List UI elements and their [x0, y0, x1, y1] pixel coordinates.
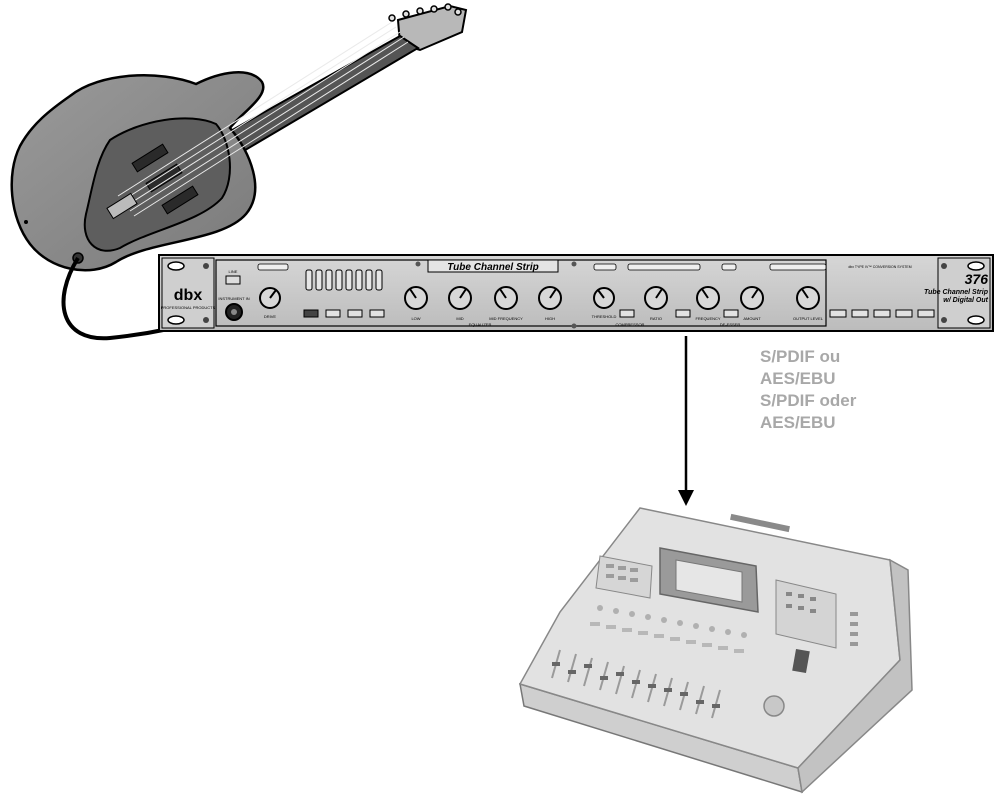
high-label: HIGH — [545, 316, 555, 321]
frequency-label: FREQUENCY — [695, 316, 720, 321]
ratio-label: RATIO — [650, 316, 662, 321]
electric-guitar — [10, 3, 468, 272]
de-esser-section-label: DE-ESSER — [720, 322, 741, 327]
equalizer-section-label: EQUALIZER — [469, 322, 492, 327]
low-label: LOW — [411, 316, 420, 321]
label-line-spdif-fr: S/PDIF ou — [760, 347, 841, 366]
model-number: 376 — [965, 271, 989, 287]
converter-label: dbx TYPE IV™ CONVERSION SYSTEM — [848, 265, 911, 269]
mid-label: MID — [456, 316, 463, 321]
label-line-aesebu-de: AES/EBU — [760, 413, 836, 432]
compressor-section-label: COMPRESSOR — [616, 322, 645, 327]
threshold-label: THRESHOLD — [592, 314, 617, 319]
digital-output-format-label: S/PDIF ou AES/EBU S/PDIF oder AES/EBU — [760, 346, 910, 434]
amount-label: AMOUNT — [743, 316, 761, 321]
rack-unit-dbx-376: Tube Channel Strip dbx PROFESSIONAL PROD… — [158, 254, 994, 332]
digital-mixing-console — [518, 507, 913, 794]
model-line-1: Tube Channel Strip — [924, 289, 989, 296]
model-line-2: w/ Digital Out — [943, 297, 988, 304]
label-line-aesebu-fr: AES/EBU — [760, 369, 836, 388]
drive-label: DRIVE — [264, 314, 277, 319]
unit-title: Tube Channel Strip — [447, 262, 539, 273]
output-level-label: OUTPUT LEVEL — [793, 316, 824, 321]
line-label: LINE — [229, 269, 238, 274]
brand-logo: dbx — [174, 287, 203, 304]
mid-frequency-label: MID FREQUENCY — [489, 316, 523, 321]
label-line-spdif-de: S/PDIF oder — [760, 391, 857, 410]
instrument-in-label: INSTRUMENT IN — [218, 296, 249, 301]
brand-subtitle: PROFESSIONAL PRODUCTS — [161, 305, 216, 310]
